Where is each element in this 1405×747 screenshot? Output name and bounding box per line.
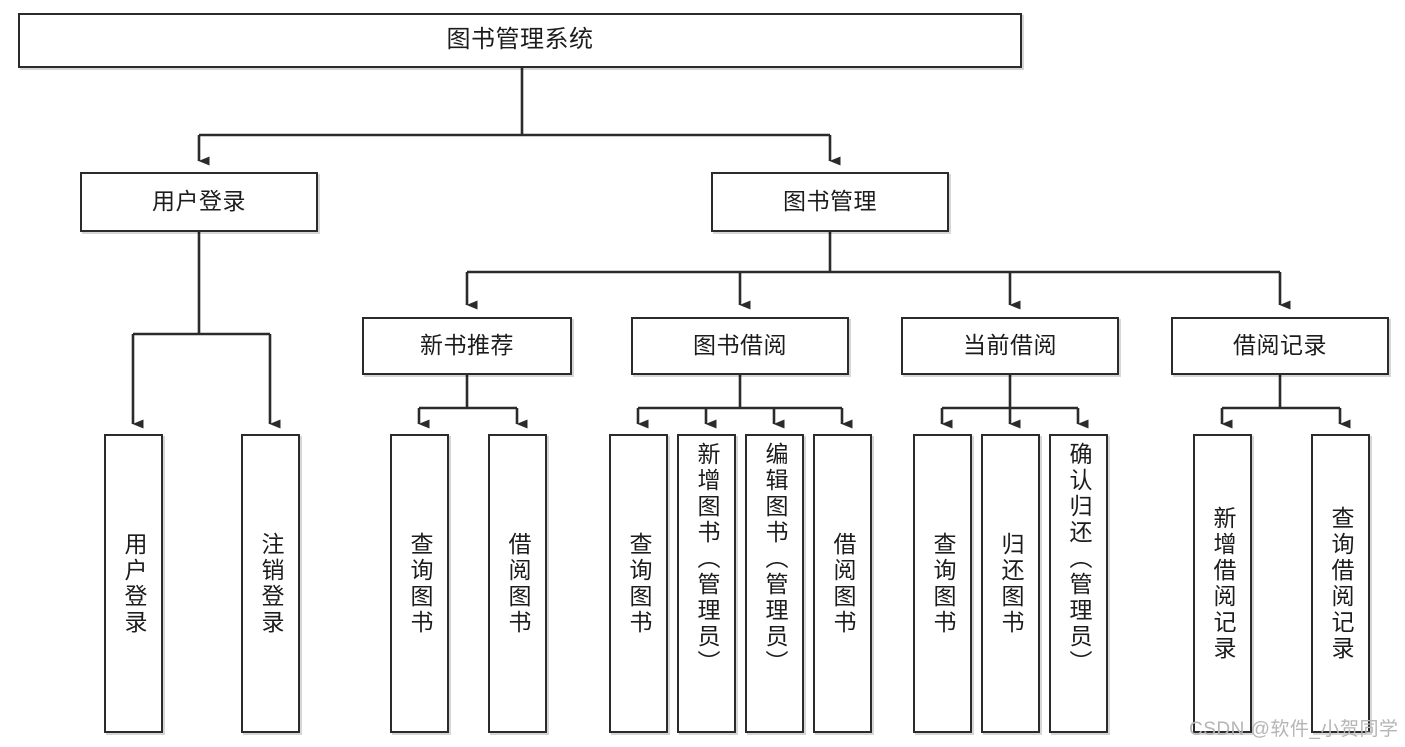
node-leaf-logout-label: 注销登录 — [258, 531, 284, 636]
node-borrow-record-label: 借阅记录 — [1233, 332, 1327, 359]
node-leaf-query-borrow-record[interactable]: 查询借阅记录 — [1311, 434, 1370, 733]
node-leaf-query-book-borrow[interactable]: 查询图书 — [609, 434, 668, 733]
node-leaf-add-book-admin-label: 新增图书（管理员） — [694, 442, 720, 676]
node-user-login[interactable]: 用户登录 — [80, 172, 318, 232]
node-new-book-recommend-label: 新书推荐 — [420, 332, 514, 359]
node-user-login-label: 用户登录 — [152, 188, 246, 215]
node-leaf-query-book-current[interactable]: 查询图书 — [913, 434, 972, 733]
node-leaf-borrow-book-new-label: 借阅图书 — [505, 531, 531, 636]
node-book-borrow[interactable]: 图书借阅 — [631, 317, 849, 375]
node-leaf-add-borrow-record[interactable]: 新增借阅记录 — [1193, 434, 1252, 733]
node-leaf-add-book-admin[interactable]: 新增图书（管理员） — [677, 434, 736, 733]
node-current-borrow-label: 当前借阅 — [963, 332, 1057, 359]
node-root-system-label: 图书管理系统 — [446, 26, 594, 54]
node-leaf-confirm-return-admin[interactable]: 确认归还（管理员） — [1049, 434, 1108, 733]
node-leaf-borrow-book-label: 借阅图书 — [830, 531, 856, 636]
node-leaf-confirm-return-admin-label: 确认归还（管理员） — [1066, 442, 1092, 676]
node-leaf-query-book-new[interactable]: 查询图书 — [390, 434, 449, 733]
node-leaf-logout[interactable]: 注销登录 — [241, 434, 300, 733]
node-current-borrow[interactable]: 当前借阅 — [901, 317, 1119, 375]
node-leaf-edit-book-admin-label: 编辑图书（管理员） — [762, 442, 788, 676]
node-leaf-borrow-book[interactable]: 借阅图书 — [813, 434, 872, 733]
node-leaf-query-borrow-record-label: 查询借阅记录 — [1328, 505, 1354, 662]
node-book-management-label: 图书管理 — [783, 188, 877, 215]
csdn-watermark: CSDN @软件_小贺同学 — [1189, 719, 1399, 740]
node-book-management[interactable]: 图书管理 — [711, 172, 949, 232]
node-leaf-query-book-new-label: 查询图书 — [407, 531, 433, 636]
node-leaf-query-book-borrow-label: 查询图书 — [626, 531, 652, 636]
node-root-system[interactable]: 图书管理系统 — [18, 13, 1022, 68]
node-book-borrow-label: 图书借阅 — [693, 332, 787, 359]
node-leaf-edit-book-admin[interactable]: 编辑图书（管理员） — [745, 434, 804, 733]
node-leaf-borrow-book-new[interactable]: 借阅图书 — [488, 434, 547, 733]
node-leaf-add-borrow-record-label: 新增借阅记录 — [1210, 505, 1236, 662]
node-leaf-query-book-current-label: 查询图书 — [930, 531, 956, 636]
node-new-book-recommend[interactable]: 新书推荐 — [362, 317, 572, 375]
node-borrow-record[interactable]: 借阅记录 — [1171, 317, 1389, 375]
node-leaf-return-book[interactable]: 归还图书 — [981, 434, 1040, 733]
node-leaf-user-login[interactable]: 用户登录 — [104, 434, 163, 733]
node-leaf-user-login-label: 用户登录 — [121, 531, 147, 636]
node-leaf-return-book-label: 归还图书 — [998, 531, 1024, 636]
